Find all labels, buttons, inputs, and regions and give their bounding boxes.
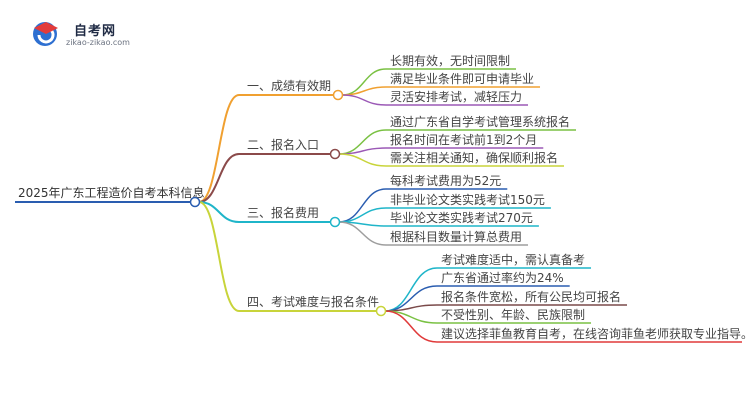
branch-node-circle[interactable]	[332, 89, 344, 101]
leaf-label: 毕业论文类实践考试270元	[390, 210, 533, 225]
site-logo[interactable]: 自考网 zikao-zikao.com	[30, 18, 160, 54]
leaf-label: 非毕业论文类实践考试150元	[390, 192, 545, 207]
branch-label: 四、考试难度与报名条件	[247, 294, 379, 309]
leaf-label: 长期有效，无时间限制	[390, 53, 510, 68]
logo-subtitle: zikao-zikao.com	[66, 38, 130, 47]
leaf-edge	[338, 221, 387, 246]
root-node-label: 2025年广东工程造价自考本科信息	[18, 185, 205, 200]
graduation-cap-icon	[33, 22, 58, 46]
leaf-label: 通过广东省自学考试管理系统报名	[390, 114, 570, 129]
branch-edge	[198, 201, 240, 312]
branch-edge	[198, 201, 240, 223]
leaf-label: 灵活安排考试，减轻压力	[390, 89, 522, 104]
leaf-edge	[341, 94, 387, 106]
branch-node-circle[interactable]	[329, 148, 341, 160]
leaf-label: 每科考试费用为52元	[390, 173, 501, 188]
leaf-label: 需关注相关通知，确保顺利报名	[390, 150, 558, 165]
leaf-label: 根据科目数量计算总费用	[390, 229, 522, 244]
leaf-label: 满足毕业条件即可申请毕业	[390, 72, 534, 86]
root-node-circle[interactable]	[189, 196, 201, 208]
leaf-label: 报名时间在考试前1到2个月	[390, 132, 537, 147]
leaf-label: 报名条件宽松，所有公民均可报名	[441, 289, 621, 304]
leaf-label: 广东省通过率约为24%	[441, 270, 564, 285]
leaf-label: 不受性别、年龄、民族限制	[441, 308, 585, 322]
branch-edge	[198, 94, 240, 203]
mindmap-nodes: 2025年广东工程造价自考本科信息 一、成绩有效期 长期有效，无时间限制满足毕业条件…	[18, 53, 750, 341]
leaf-edge	[338, 188, 387, 223]
leaf-edge	[338, 207, 387, 223]
branch-node-circle[interactable]	[375, 305, 387, 317]
leaf-edge	[338, 153, 387, 167]
branch-edge	[198, 153, 240, 203]
mindmap-edges	[15, 68, 742, 343]
branch-label: 三、报名费用	[247, 205, 319, 220]
leaf-label: 考试难度适中，需认真备考	[441, 252, 585, 267]
leaf-edge	[338, 147, 387, 155]
branch-label: 二、报名入口	[247, 137, 319, 152]
logo-title: 自考网	[74, 24, 117, 39]
leaf-label: 建议选择菲鱼教育自考，在线咨询菲鱼老师获取专业指导。	[441, 326, 750, 341]
leaf-edge	[384, 304, 438, 312]
branch-node-circle[interactable]	[329, 216, 341, 228]
leaf-edge	[384, 310, 438, 343]
branch-label: 一、成绩有效期	[247, 78, 331, 93]
